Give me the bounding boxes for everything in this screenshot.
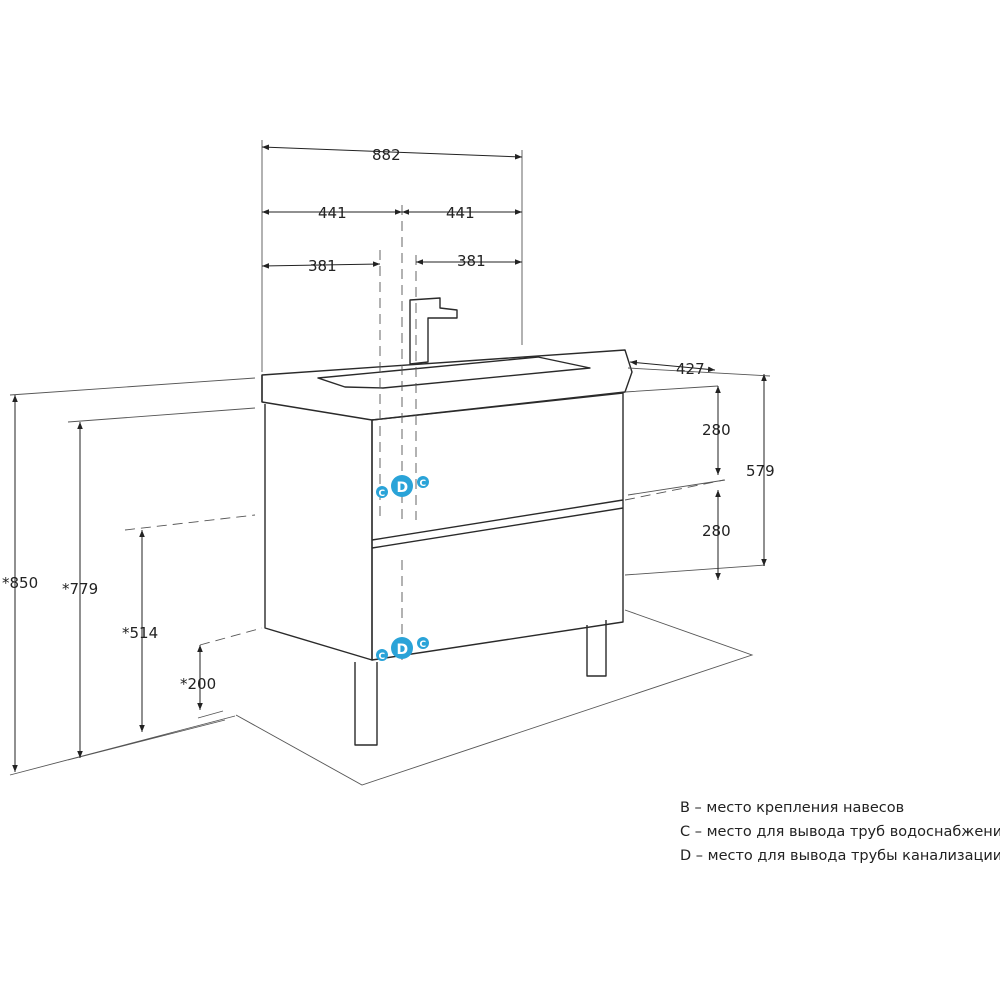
- marker-c-lower-right-label: C: [420, 640, 427, 650]
- dashed-guides: [124, 205, 725, 660]
- dim-779: *779: [62, 580, 98, 598]
- dim-line-882: [261, 144, 523, 160]
- dim-427: 427: [676, 360, 705, 378]
- front-left-leg: [354, 662, 378, 746]
- floor-outline: [235, 609, 754, 786]
- dim-514: *514: [122, 624, 158, 642]
- faucet: [409, 297, 458, 365]
- marker-d-lower: [391, 637, 413, 659]
- marker-c-lower-right: [417, 637, 429, 649]
- extension-lines: [9, 140, 771, 776]
- legend: B – место крепления навесов C – место дл…: [680, 796, 1000, 868]
- countertop-outline: [261, 349, 633, 421]
- dim-441-left: 441: [318, 204, 347, 222]
- marker-d-upper-label: D: [397, 480, 409, 496]
- legend-item-d: D – место для вывода трубы канализации: [680, 848, 1000, 864]
- marker-c-upper-left: [376, 486, 388, 498]
- marker-c-upper-right: [417, 476, 429, 488]
- dim-280-top: 280: [702, 421, 731, 439]
- legend-item-c: C – место для вывода труб водоснабжения: [680, 824, 1000, 840]
- drawer-divider-shadow: [371, 507, 624, 549]
- front-right-leg: [586, 620, 607, 677]
- dim-line-381-left: [261, 261, 381, 269]
- dim-200: *200: [180, 675, 216, 693]
- dim-850: *850: [2, 574, 38, 592]
- cabinet-side: [264, 404, 373, 661]
- marker-c-upper-left-label: C: [379, 489, 386, 499]
- marker-d-lower-label: D: [397, 642, 409, 658]
- legend-item-b: B – место крепления навесов: [680, 800, 905, 816]
- marker-c-lower-left-label: C: [379, 652, 386, 662]
- marker-c-lower-left: [376, 649, 388, 661]
- dim-280-bottom: 280: [702, 522, 731, 540]
- dim-line-427: [629, 359, 716, 373]
- dim-381-right: 381: [457, 252, 486, 270]
- dim-381-left: 381: [308, 257, 337, 275]
- dim-579: 579: [746, 462, 775, 480]
- marker-d-upper: [391, 475, 413, 497]
- sink-basin: [317, 356, 591, 389]
- dim-441-right: 441: [446, 204, 475, 222]
- dim-882: 882: [372, 146, 401, 164]
- cabinet-front: [371, 392, 624, 661]
- marker-c-upper-right-label: C: [420, 479, 427, 489]
- drawer-divider: [371, 499, 624, 541]
